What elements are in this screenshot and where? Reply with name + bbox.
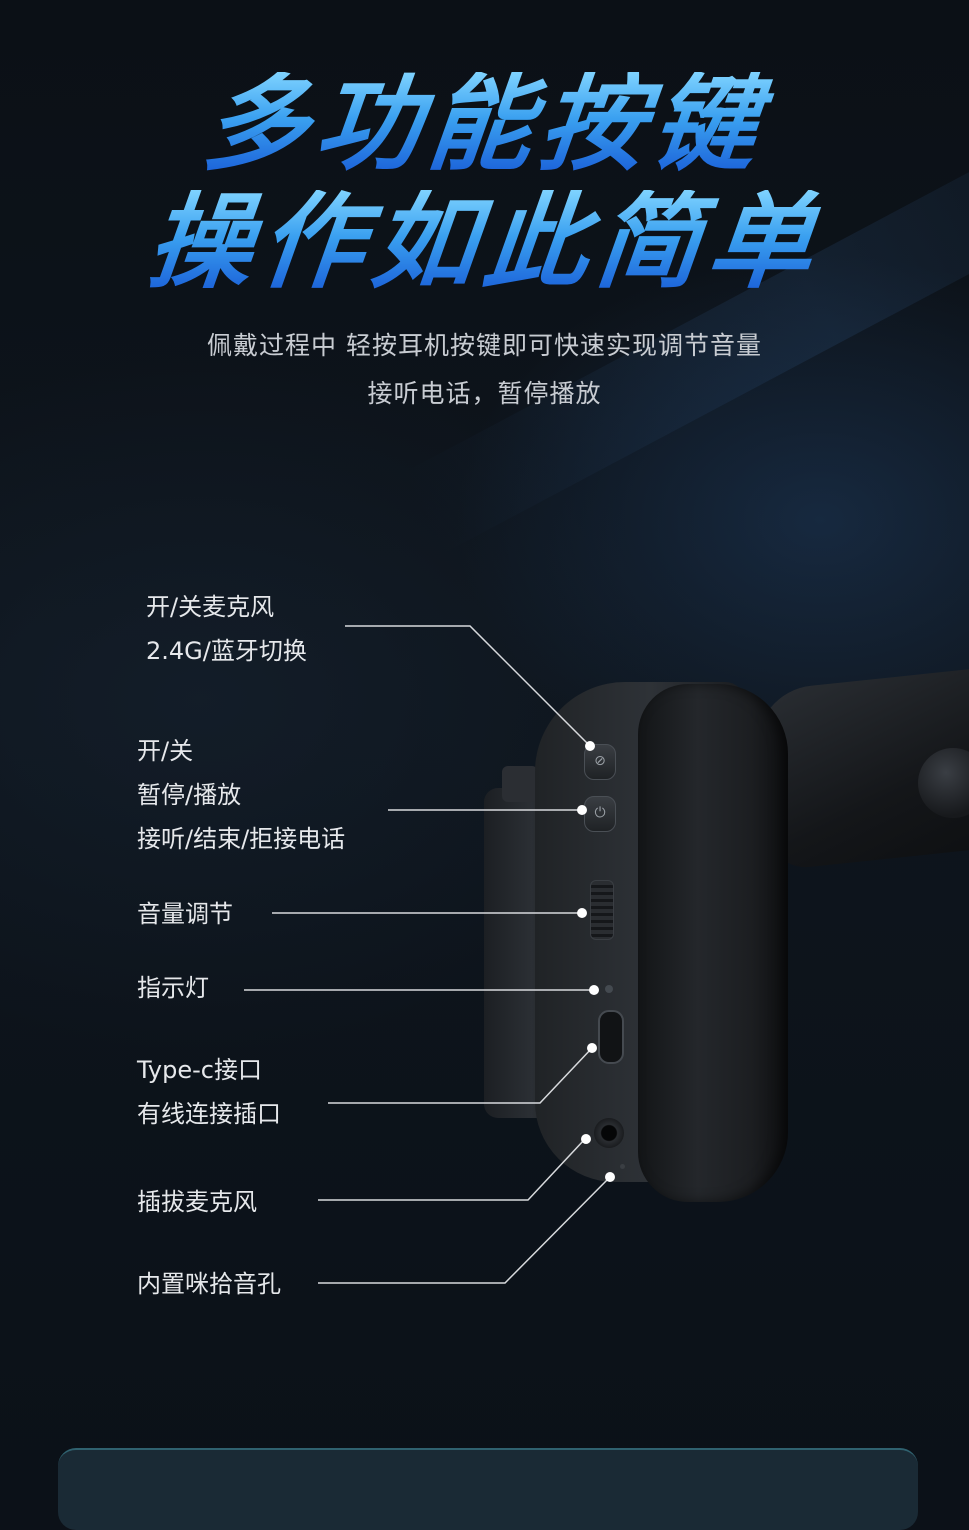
callout-dot-mic (585, 741, 595, 751)
callout-text: 内置咪拾音孔 (137, 1270, 281, 1298)
callout-dot-mic-hole (605, 1172, 615, 1182)
next-section-card (58, 1448, 918, 1530)
callout-text: 音量调节 (137, 900, 233, 928)
callout-line-typec (328, 1047, 593, 1104)
callout-volume: 音量调节 (137, 892, 233, 936)
power-icon: ⏻ (594, 805, 606, 821)
volume-wheel (590, 880, 614, 940)
type-c-port (598, 1010, 624, 1064)
headband-hinge (918, 748, 969, 818)
ear-cushion (638, 684, 788, 1202)
callout-dot-volume (577, 908, 587, 918)
callout-text: 有线连接插口 (137, 1100, 281, 1128)
callout-dot-mic-jack (581, 1134, 591, 1144)
callout-line-mic (345, 625, 591, 747)
power-button: ⏻ (584, 796, 616, 832)
indicator-led (605, 985, 613, 993)
callout-text: 开/关麦克风 (146, 593, 275, 621)
callout-text: 指示灯 (137, 974, 209, 1002)
subtitle-line-2: 接听电话，暂停播放 (367, 379, 602, 408)
callout-mic-hole: 内置咪拾音孔 (137, 1262, 281, 1306)
mic-mute-icon: ⊘ (594, 753, 606, 769)
mic-pickup-hole (620, 1164, 625, 1169)
callout-text: 暂停/播放 (137, 781, 242, 809)
callout-text: 插拔麦克风 (137, 1188, 257, 1216)
callout-dot-power (577, 805, 587, 815)
callout-dot-typec (587, 1043, 597, 1053)
callout-type-c: Type-c接口 有线连接插口 (137, 1048, 281, 1136)
mic-jack (594, 1118, 624, 1148)
subtitle-line-1: 佩戴过程中 轻按耳机按键即可快速实现调节音量 (207, 331, 762, 360)
callout-mic-jack: 插拔麦克风 (137, 1180, 257, 1224)
callout-line-mic-hole (318, 1176, 611, 1284)
callout-indicator: 指示灯 (137, 966, 209, 1010)
callout-line-mic-jack (318, 1139, 585, 1201)
callout-text: 接听/结束/拒接电话 (137, 825, 346, 853)
slide-tab (502, 766, 538, 802)
callout-mic-switch: 开/关麦克风 2.4G/蓝牙切换 (146, 585, 307, 673)
callout-text: 开/关 (137, 737, 194, 765)
callout-power: 开/关 暂停/播放 接听/结束/拒接电话 (137, 729, 345, 861)
callout-text: 2.4G/蓝牙切换 (146, 637, 307, 665)
callout-dot-led (589, 985, 599, 995)
callout-text: Type-c接口 (137, 1056, 262, 1084)
